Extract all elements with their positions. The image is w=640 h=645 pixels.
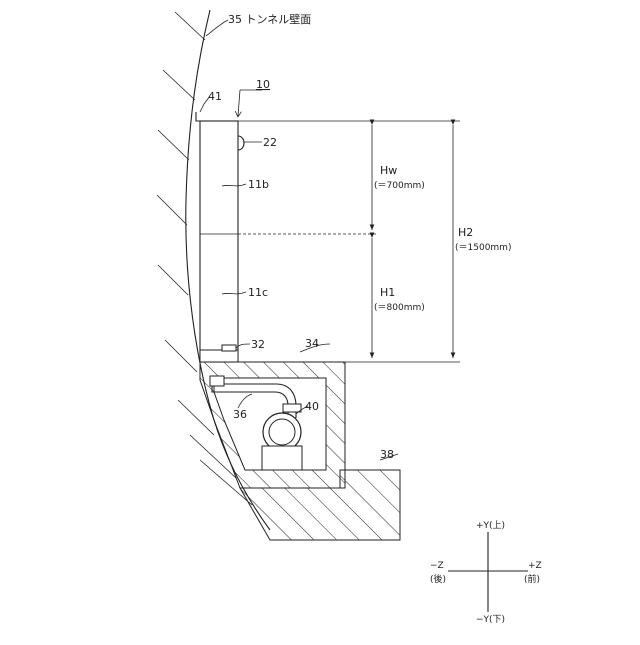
axis-left-sub: (後): [430, 573, 446, 585]
label-h1-value: (＝800mm): [374, 303, 425, 313]
label-11c: 11c: [248, 286, 268, 299]
label-34: 34: [305, 337, 319, 350]
label-device-10: 10: [256, 78, 270, 91]
axis-right-label: +Z: [528, 561, 542, 571]
axis-indicator: +Y(上) −Y(下) −Z (後) +Z (前): [430, 520, 542, 625]
label-hw-value: (＝700mm): [374, 181, 425, 191]
dimension-lines: [238, 121, 460, 362]
axis-left-label: −Z: [430, 561, 444, 571]
label-41: 41: [208, 90, 222, 103]
label-22: 22: [263, 136, 277, 149]
label-h1: H1: [380, 286, 395, 299]
label-36: 36: [233, 408, 247, 421]
label-32: 32: [251, 338, 265, 351]
label-tunnel-wall: 35 トンネル壁面: [228, 12, 311, 26]
label-h2: H2: [458, 226, 473, 239]
panel-10: [196, 112, 244, 362]
axis-up-label: +Y(上): [476, 520, 505, 531]
label-40: 40: [305, 400, 319, 413]
axis-right-sub: (前): [524, 573, 540, 585]
label-hw: Hw: [380, 164, 397, 177]
axis-down-label: −Y(下): [476, 615, 505, 625]
label-38: 38: [380, 448, 394, 461]
label-11b: 11b: [248, 178, 269, 191]
pump-40: [262, 413, 302, 470]
label-h2-value: (＝1500mm): [455, 243, 511, 253]
